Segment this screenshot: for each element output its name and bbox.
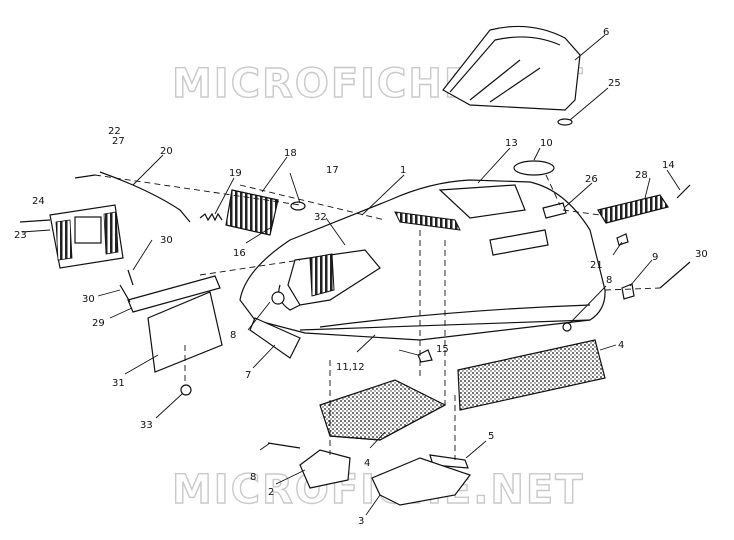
cap-part <box>513 160 555 176</box>
nut-part-33 <box>180 384 192 396</box>
callout-labels: 6 25 13 10 1 26 28 14 18 17 19 20 22 27 … <box>14 27 708 527</box>
callout-32: 32 <box>314 212 327 223</box>
grommet-part <box>417 349 433 363</box>
screw-part-30 <box>119 284 131 303</box>
screw-part-22 <box>74 174 96 179</box>
callout-16: 16 <box>233 248 246 259</box>
callout-24: 24 <box>32 196 45 207</box>
callout-19: 19 <box>229 168 242 179</box>
callout-23: 23 <box>14 230 27 241</box>
gauge-cluster-part <box>49 204 124 269</box>
callout-13: 13 <box>505 138 518 149</box>
fastener-part <box>557 87 609 126</box>
callout-18: 18 <box>284 148 297 159</box>
callout-27: 27 <box>112 136 125 147</box>
callout-3: 3 <box>358 516 364 527</box>
cable-part-right <box>659 261 691 289</box>
callout-22: 22 <box>108 126 121 137</box>
clip-part <box>616 233 629 246</box>
callout-17: 17 <box>326 165 339 176</box>
cable-part-20 <box>99 171 191 223</box>
callout-11-12: 11,12 <box>336 362 365 373</box>
plate-part-31 <box>147 291 223 373</box>
callout-30b: 30 <box>82 294 95 305</box>
callout-9: 9 <box>652 252 658 263</box>
callout-15: 15 <box>436 344 449 355</box>
callout-20: 20 <box>160 146 173 157</box>
leader-lines <box>21 147 681 516</box>
callout-4a: 4 <box>618 340 624 351</box>
bracket-part <box>621 283 635 300</box>
callout-8c: 8 <box>250 472 256 483</box>
callout-8b: 8 <box>606 275 612 286</box>
callout-4b: 4 <box>364 458 370 469</box>
side-panel-right <box>457 339 606 411</box>
callout-7: 7 <box>245 370 251 381</box>
callout-28: 28 <box>635 170 648 181</box>
screw-part-right <box>562 322 572 332</box>
callout-10: 10 <box>540 138 553 149</box>
callout-5: 5 <box>488 431 494 442</box>
nut-part-17 <box>290 201 306 211</box>
callout-31: 31 <box>112 378 125 389</box>
callout-30a: 30 <box>160 235 173 246</box>
assembly-lines <box>94 174 661 460</box>
callout-2: 2 <box>268 487 274 498</box>
bolt-part <box>676 184 691 199</box>
screw-part-bottom <box>267 442 301 449</box>
tag-part <box>542 202 567 219</box>
callout-30c: 30 <box>695 249 708 260</box>
hood-part <box>239 179 606 341</box>
callout-33: 33 <box>140 420 153 431</box>
filter-part <box>225 189 279 236</box>
callout-29: 29 <box>92 318 105 329</box>
screw-part-30b <box>127 269 134 286</box>
belly-pan-part <box>319 379 447 441</box>
callout-6: 6 <box>603 27 609 38</box>
callout-14: 14 <box>662 160 675 171</box>
callout-8a: 8 <box>230 330 236 341</box>
screw-part-24 <box>19 219 51 223</box>
spring-part <box>199 212 223 222</box>
side-grille-part <box>597 194 669 224</box>
callout-1: 1 <box>400 165 406 176</box>
windshield-part <box>442 25 606 111</box>
duct-part-2 <box>299 449 351 489</box>
callout-21: 21 <box>590 260 603 271</box>
callout-26: 26 <box>585 174 598 185</box>
callout-25: 25 <box>608 78 621 89</box>
